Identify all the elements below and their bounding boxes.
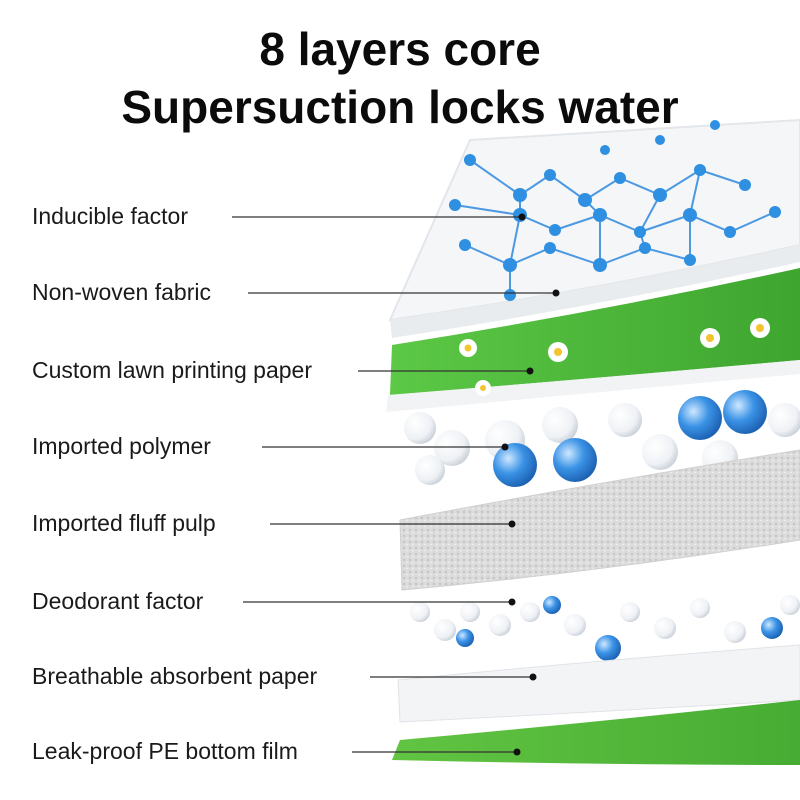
fluff-pulp-layer xyxy=(399,449,800,591)
non-woven-fabric-edge xyxy=(390,245,800,338)
lawn-printing-paper-layer xyxy=(390,268,800,395)
polymer-balls xyxy=(404,390,800,487)
absorbent-paper-layer xyxy=(397,644,800,723)
label-non-woven-fabric: Non-woven fabric xyxy=(32,279,211,305)
label-imported-polymer: Imported polymer xyxy=(32,433,211,459)
label-pe-bottom-film: Leak-proof PE bottom film xyxy=(32,738,298,764)
title-line-1: 8 layers core xyxy=(259,23,541,75)
pe-bottom-film-layer xyxy=(392,700,800,765)
leader-lines xyxy=(232,216,556,753)
leader-dots xyxy=(501,213,560,756)
label-deodorant-factor: Deodorant factor xyxy=(32,588,204,614)
label-inducible-factor: Inducible factor xyxy=(32,203,188,229)
label-lawn-printing-paper: Custom lawn printing paper xyxy=(32,357,312,383)
molecule-network xyxy=(454,159,776,295)
label-fluff-pulp: Imported fluff pulp xyxy=(32,510,216,536)
label-absorbent-paper: Breathable absorbent paper xyxy=(32,663,318,689)
lawn-printing-paper-edge xyxy=(386,360,800,412)
title-line-2: Supersuction locks water xyxy=(121,81,679,133)
daisy-flowers xyxy=(459,318,770,396)
deodorant-balls xyxy=(410,595,800,661)
molecule-atoms xyxy=(449,120,781,301)
